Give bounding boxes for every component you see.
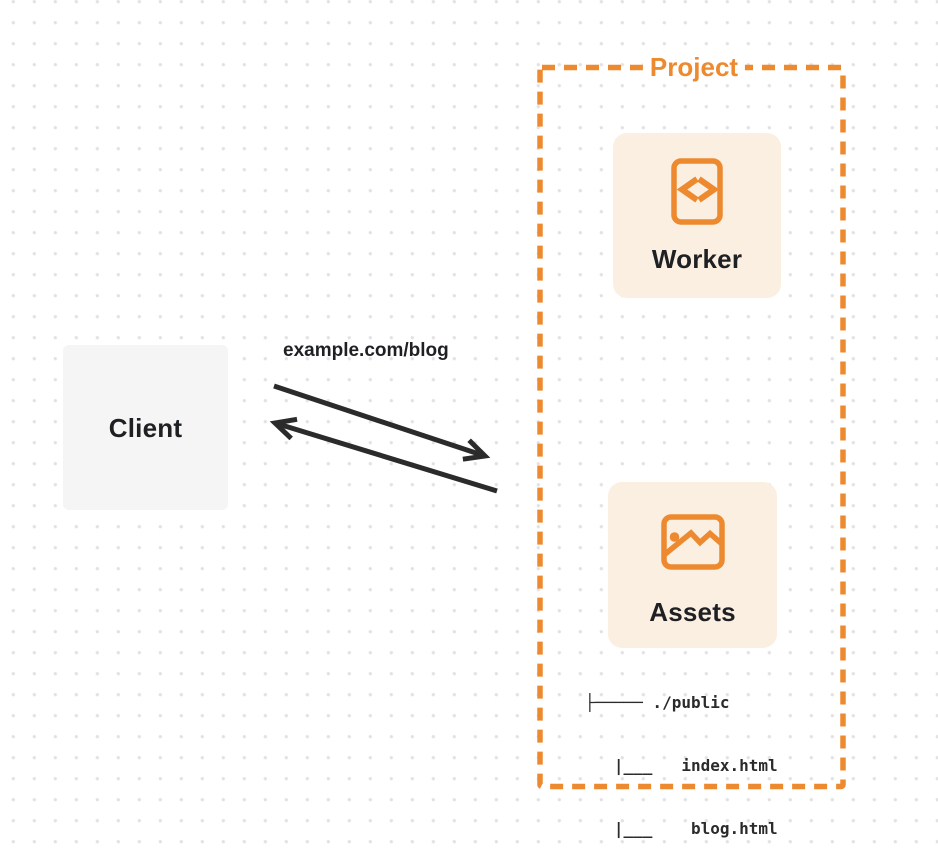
assets-node: Assets	[608, 482, 777, 648]
assets-file-tree: ├───── ./public |___ index.html |___ blo…	[585, 650, 778, 860]
image-icon	[660, 514, 725, 570]
request-url-label: example.com/blog	[283, 340, 449, 361]
file-tree-line: |___ blog.html	[585, 819, 778, 838]
file-tree-line: |___ index.html	[585, 756, 778, 775]
assets-label: Assets	[649, 597, 736, 627]
response-arrow	[269, 416, 498, 494]
worker-node: Worker	[613, 133, 781, 298]
file-tree-line: ├───── ./public	[585, 693, 730, 712]
client-label: Client	[108, 413, 183, 443]
project-label: Project	[642, 50, 746, 84]
code-file-icon	[671, 158, 723, 225]
request-arrow	[273, 383, 491, 462]
client-node: Client	[63, 345, 228, 510]
worker-label: Worker	[651, 244, 743, 274]
